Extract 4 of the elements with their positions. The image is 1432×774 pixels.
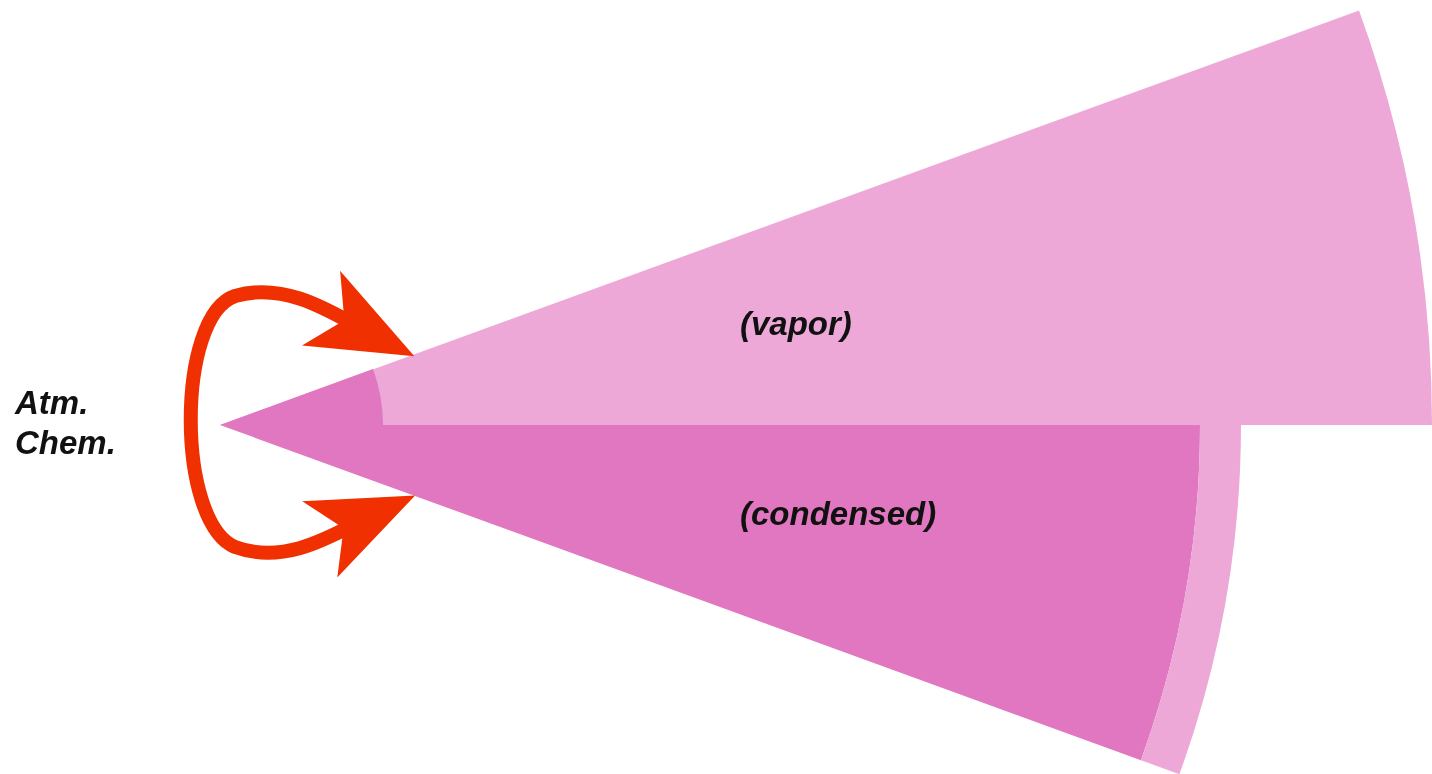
process-label: Atm. Chem. [15,383,117,463]
curved-arrow [183,270,415,579]
phase-label: (condensed) [740,495,937,533]
phase-label: (vapor) [740,305,852,343]
